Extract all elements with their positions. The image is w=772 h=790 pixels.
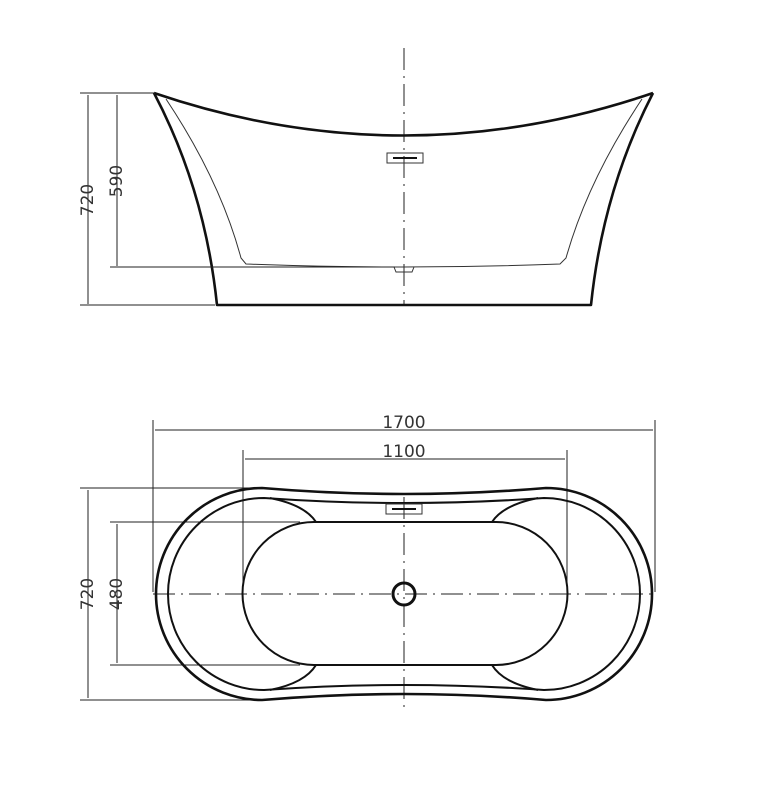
tub-outer-profile [152,92,655,307]
basin [241,521,569,666]
inner-rim [167,496,641,692]
overflow-outlet [385,503,423,515]
dim-label-inner-length: 1100 [382,442,425,462]
dim-label-depth: 590 [107,165,127,197]
lobe-bottom-left [269,664,317,691]
side-view: 720 590 [78,48,655,307]
drain-icon [391,581,417,607]
lobe-bottom-right [491,664,539,691]
lobe-top-left [269,497,317,523]
drain-outlet [393,266,415,273]
dim-label-height: 720 [78,184,98,216]
dim-label-width: 720 [78,578,98,610]
outer-rim [154,486,654,702]
top-view: 1700 1100 720 480 [78,413,656,712]
tub-inner-profile [165,98,643,268]
lobe-top-right [491,497,539,523]
dim-label-length: 1700 [382,413,425,433]
dim-label-inner-width: 480 [107,578,127,610]
overflow-outlet [386,152,424,164]
rim-curve [153,91,654,137]
